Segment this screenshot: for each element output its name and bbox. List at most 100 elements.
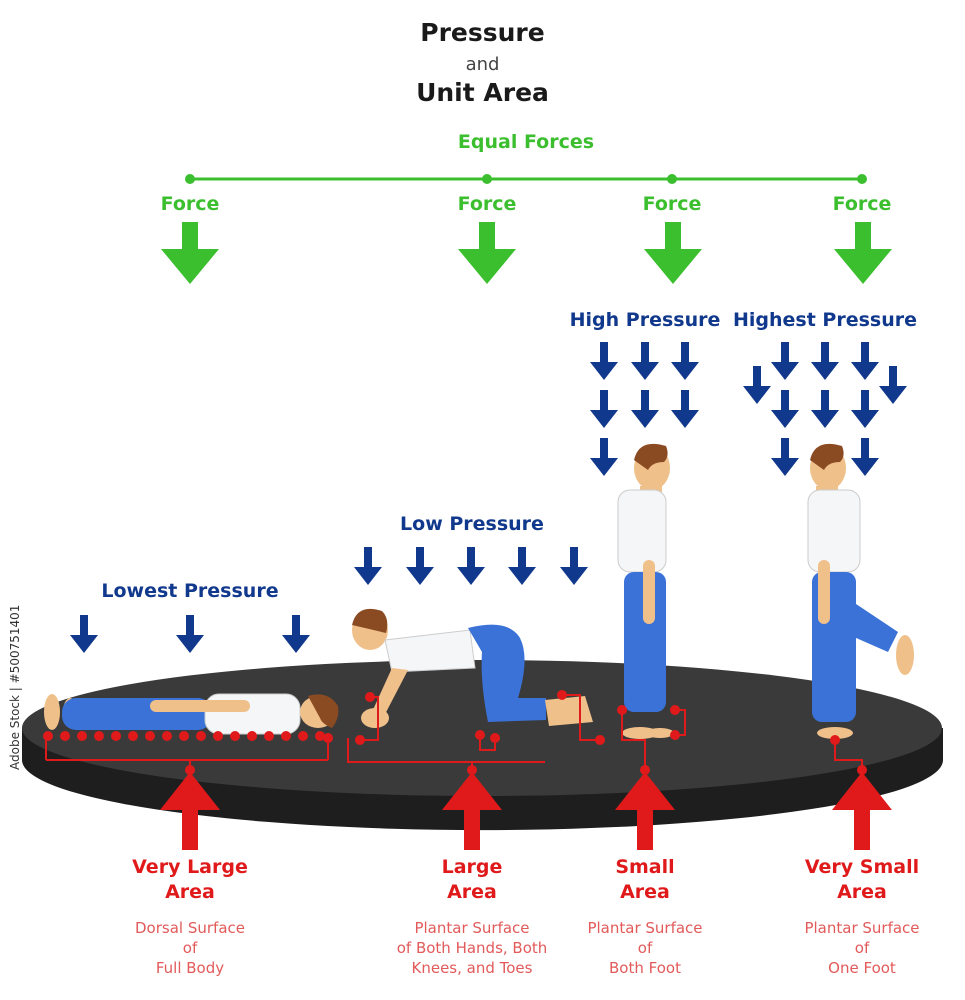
pressure-arrow	[811, 390, 839, 428]
contact-dot	[323, 733, 333, 743]
person-one-leg	[807, 443, 914, 739]
contact-dot	[617, 705, 627, 715]
stock-watermark: Adobe Stock | #500751401	[8, 604, 22, 770]
area-title-line: Small	[615, 856, 675, 878]
pressure-label-highest: Highest Pressure	[732, 309, 918, 331]
force-label: Force	[832, 193, 892, 215]
contact-dot	[162, 731, 172, 741]
pressure-label-lowest: Lowest Pressure	[101, 580, 279, 602]
force-arrow	[834, 222, 892, 284]
pressure-arrow	[354, 547, 382, 585]
area-arrow	[160, 772, 220, 850]
contact-dot	[595, 735, 605, 745]
pressure-arrow	[811, 342, 839, 380]
pressure-arrow	[851, 438, 879, 476]
desc-line: Full Body	[155, 959, 225, 977]
contact-dot	[355, 735, 365, 745]
contact-dot	[247, 731, 257, 741]
area-title-line: Area	[620, 881, 670, 903]
person-lying	[44, 693, 339, 735]
area-title-line: Area	[837, 881, 887, 903]
title-and: and	[465, 54, 500, 75]
contact-dot	[111, 731, 121, 741]
area-title-line: Very Large	[132, 856, 248, 878]
desc-line: of Both Hands, Both	[396, 939, 548, 957]
force-label: Force	[642, 193, 702, 215]
desc-line: of	[182, 939, 198, 957]
force-arrows	[161, 222, 892, 284]
pressure-arrow	[508, 547, 536, 585]
desc-line: Knees, and Toes	[411, 959, 533, 977]
pressure-arrow	[743, 366, 771, 404]
contact-dot	[281, 731, 291, 741]
force-arrow	[161, 222, 219, 284]
pressure-arrow	[560, 547, 588, 585]
contact-dot	[557, 690, 567, 700]
contact-dots	[43, 690, 867, 775]
contact-dot	[830, 735, 840, 745]
pressure-arrow	[590, 342, 618, 380]
contact-dot	[179, 731, 189, 741]
area-arrow	[442, 772, 502, 850]
desc-line: Plantar Surface	[587, 919, 703, 937]
contact-dot	[185, 765, 195, 775]
desc-line: Both Foot	[609, 959, 681, 977]
pressure-arrow	[851, 342, 879, 380]
pressure-arrow	[671, 390, 699, 428]
contact-dot	[196, 731, 206, 741]
area-title-line: Area	[447, 881, 497, 903]
contact-dot	[264, 731, 274, 741]
title-line-2: Unit Area	[416, 78, 549, 107]
contact-dot	[475, 730, 485, 740]
pressure-arrow	[70, 615, 98, 653]
pressure-arrow	[631, 342, 659, 380]
contact-dot	[213, 731, 223, 741]
pressure-arrow	[631, 390, 659, 428]
pressure-label-low: Low Pressure	[400, 513, 544, 535]
force-arrow	[458, 222, 516, 284]
pressure-arrow	[851, 390, 879, 428]
contact-dot	[365, 692, 375, 702]
pressure-arrow	[590, 390, 618, 428]
area-title-line: Very Small	[804, 856, 920, 878]
force-label: Force	[160, 193, 220, 215]
pressure-arrow	[771, 438, 799, 476]
area-arrow	[615, 772, 675, 850]
desc-line: Dorsal Surface	[135, 919, 245, 937]
contact-dot	[490, 733, 500, 743]
contact-dot	[640, 765, 650, 775]
force-label: Force	[457, 193, 517, 215]
contact-dot	[298, 731, 308, 741]
contact-dot	[60, 731, 70, 741]
pressure-arrow	[176, 615, 204, 653]
pressure-arrows	[70, 342, 907, 653]
contact-dot	[857, 765, 867, 775]
pressure-label-high: High Pressure	[569, 309, 721, 331]
contact-dot	[43, 731, 53, 741]
person-standing	[617, 443, 674, 739]
contact-dot	[230, 731, 240, 741]
contact-dot	[670, 705, 680, 715]
desc-line: of	[637, 939, 653, 957]
area-title-line: Large	[441, 856, 503, 878]
pressure-arrow	[771, 342, 799, 380]
force-arrow	[644, 222, 702, 284]
contact-dot	[77, 731, 87, 741]
pressure-arrow	[282, 615, 310, 653]
desc-line: One Foot	[828, 959, 896, 977]
area-arrow	[832, 772, 892, 850]
contact-dot	[145, 731, 155, 741]
equal-forces-label: Equal Forces	[457, 131, 595, 153]
contact-dot	[467, 765, 477, 775]
desc-line: of	[854, 939, 870, 957]
pressure-arrow	[406, 547, 434, 585]
pressure-arrow	[590, 438, 618, 476]
pressure-arrow	[457, 547, 485, 585]
